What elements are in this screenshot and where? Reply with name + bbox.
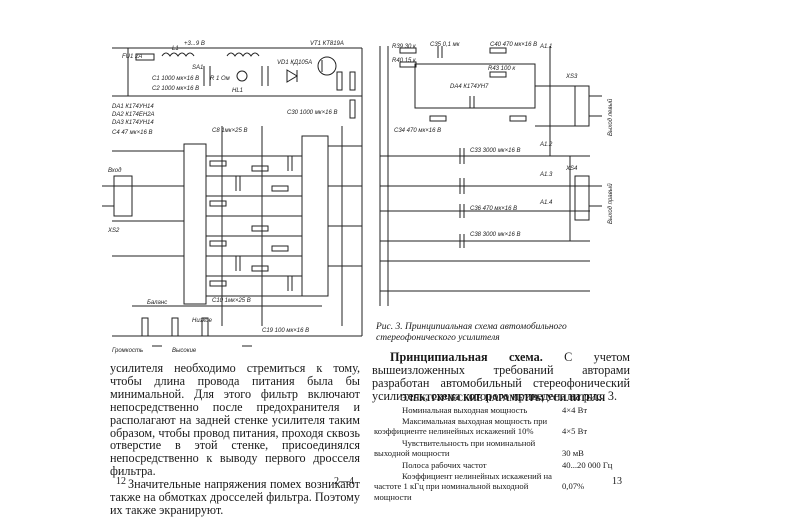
label-balance: Баланс — [147, 300, 167, 306]
label-a14: А1.4 — [539, 200, 553, 206]
label-c35: C35 0,1 мк — [430, 42, 461, 48]
specs-table: ЭЛЕКТРИЧЕСКИЕ ПАРАМЕТРЫ УСИЛИТЕЛЯ Номина… — [374, 393, 632, 502]
label-out-right: Выход правый — [607, 183, 614, 224]
label-xs3: XS3 — [565, 74, 578, 80]
label-xs4: XS4 — [565, 166, 578, 172]
label-a12: А1.2 — [539, 142, 553, 148]
intro-bold: Принципиальная схема. — [390, 350, 543, 364]
label-c30: C30 1000 мк×16 В — [287, 110, 337, 116]
left-schematic: +3...9 В VT1 КТ819А FU1 2А SA1 HL1 L1 C1… — [102, 41, 363, 354]
spec-row: Полоса рабочих частот 40...20 000 Гц — [402, 459, 613, 470]
label-xs2: XS2 — [107, 228, 120, 234]
right-schematic: R39 30 к R40 15 к C35 0,1 мк C40 470 мк×… — [379, 42, 614, 306]
label-c19: C19 100 мк×16 В — [262, 328, 309, 334]
spec-row: Номинальная выходная мощность 4×4 Вт — [402, 404, 588, 415]
label-c4: C4 47 мк×16 В — [112, 130, 152, 136]
label-vd1: VD1 КД105А — [277, 60, 312, 66]
specs-title: ЭЛЕКТРИЧЕСКИЕ ПАРАМЕТРЫ УСИЛИТЕЛЯ — [400, 393, 606, 403]
label-vt1: VT1 КТ819А — [310, 41, 344, 47]
label-da2-note: DA2 К174ЕН2А — [112, 112, 155, 118]
label-a13: А1.3 — [539, 172, 553, 178]
figure-caption: Рис. 3. Принципиальная схема автомобильн… — [376, 322, 567, 343]
label-c38: C38 3000 мк×16 В — [470, 232, 520, 238]
label-treble: Высокие — [172, 348, 197, 354]
label-c34: C34 470 мк×16 В — [394, 128, 441, 134]
label-hl1: HL1 — [232, 88, 243, 94]
label-r40: R40 15 к — [392, 58, 417, 64]
label-c8: C8 1мк×25 В — [212, 128, 247, 134]
label-r39: R39 30 к — [392, 44, 417, 50]
left-paragraph-1: усилителя необходимо стремиться к тому, … — [110, 361, 360, 479]
label-c33: C33 3000 мк×16 В — [470, 148, 520, 154]
label-a11: А1.1 — [539, 44, 552, 50]
spec-row: Чувствительность при номинальной выходно… — [374, 437, 584, 459]
label-c1: C1 1000 мк×16 В — [152, 76, 199, 82]
label-out-left: Выход левый — [607, 98, 614, 136]
label-da1-note: DA1 К174УН14 — [112, 104, 154, 110]
signature-mark: 2—4 — [334, 476, 354, 487]
label-input: Вход — [108, 168, 122, 174]
label-c10: C10 1мк×25 В — [212, 298, 251, 304]
label-c40: C40 470 мк×16 В — [490, 42, 537, 48]
label-r-ohm: R 1 Ом — [210, 76, 230, 82]
label-fu1: FU1 2А — [122, 54, 142, 60]
left-paragraph-2: Значительные напряжения помех возникают … — [110, 477, 360, 517]
spec-row: Максимальная выходная мощность при коэфф… — [374, 415, 588, 437]
label-sa1: SA1 — [192, 65, 203, 71]
label-da4: DA4 К174УН7 — [450, 84, 489, 90]
label-bass: Низкие — [192, 318, 213, 324]
left-page-text: усилителя необходимо стремиться к тому, … — [110, 362, 360, 517]
label-volume: Громкость — [112, 348, 143, 354]
label-supply: +3...9 В — [184, 41, 205, 47]
label-c2: C2 1000 мк×16 В — [152, 86, 199, 92]
spec-row: Коэффициент нелинейных искажений на част… — [374, 470, 585, 502]
label-r43: R43 100 к — [488, 66, 516, 72]
label-l1: L1 — [172, 46, 179, 52]
intro-rest: С учетом вышеизложенных требований автор… — [372, 350, 630, 403]
label-da3-note: DA3 К174УН14 — [112, 120, 154, 126]
label-c36: C36 470 мк×16 В — [470, 206, 517, 212]
right-page-number: 13 — [612, 476, 622, 487]
left-page-number: 12 — [116, 476, 126, 487]
right-intro-paragraph: Принципиальная схема. С учетом вышеизлож… — [372, 351, 630, 403]
